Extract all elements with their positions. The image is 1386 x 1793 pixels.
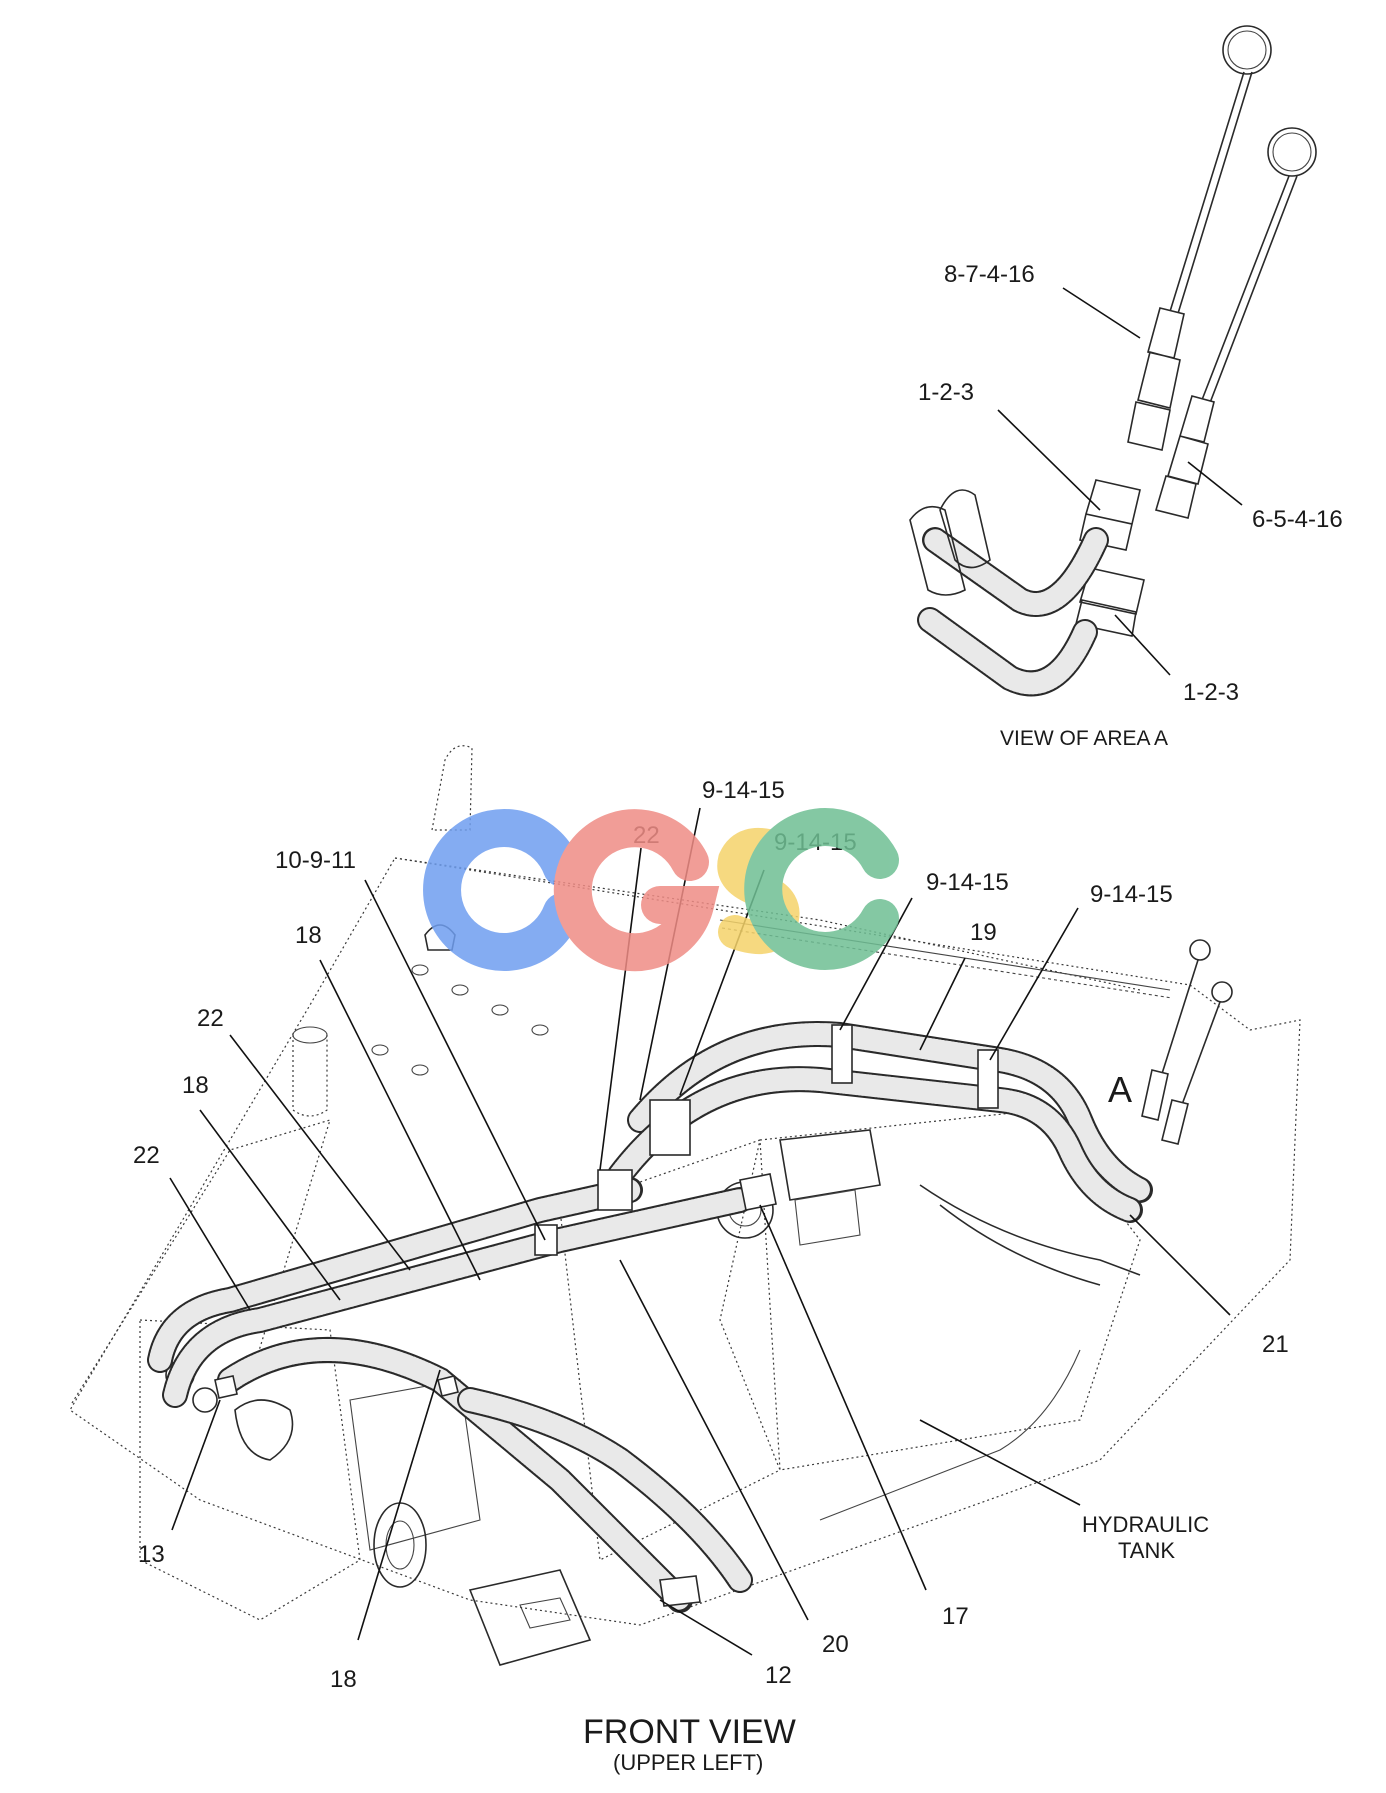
watermark-letter-2 [553,809,720,972]
probe-ring-2-inner [1272,132,1312,172]
frame-plate [69,857,1301,1626]
cylinder-top [292,1026,328,1044]
hose-22-fill [149,1179,641,1371]
leader-8-7-4-16 [1062,287,1141,339]
probe-coupler-3 [1141,1069,1169,1121]
front-view-title: FRONT VIEW [583,1713,796,1751]
detail-hose-1-fill [924,529,1107,615]
fittings [214,1173,777,1607]
watermark-letter-4 [744,808,899,970]
callout-A: A [1108,1069,1132,1110]
callout-6-5-4-16: 6-5-4-16 [1252,506,1343,533]
callout-18-b: 18 [182,1072,209,1099]
hydraulic-label: HYDRAULIC [1082,1512,1209,1537]
callout-9-14-15-a: 9-14-15 [702,777,785,804]
hose-17-fill [459,1389,751,1591]
coupler-2 [1154,395,1215,519]
base-block-left [468,1569,592,1666]
callout-20: 20 [822,1631,849,1658]
view-of-area-a-caption: VIEW OF AREA A [1000,727,1168,750]
leader-6-5-4-16 [1187,461,1243,506]
leader-lines [169,807,1231,1656]
callout-19: 19 [970,919,997,946]
callout-13: 13 [138,1541,165,1568]
valve-block-mid [794,1189,861,1246]
coupler-1 [1127,307,1185,451]
probe-rod-1 [1167,71,1253,321]
tank-line-3 [819,1349,1081,1521]
detail-hose-2-fill [919,609,1096,695]
callout-18-c: 18 [330,1666,357,1693]
probe-ring-1 [1222,25,1272,75]
detail-hose-cut-1 [939,489,991,569]
elbow-fitting-bottom [1075,567,1145,637]
callout-10-9-11: 10-9-11 [275,847,356,874]
detail-hose-cut-2 [909,505,966,596]
hose-19-fill [629,1023,1151,1201]
clamps [534,1024,999,1256]
tank-line-1 [919,1184,1141,1276]
upper-left-subtitle: (UPPER LEFT) [613,1750,763,1775]
leader-1-2-3-bottom [1114,614,1171,676]
callout-8-7-4-16: 8-7-4-16 [944,261,1035,288]
front-view-assembly: 9-14-15 22 9-14-15 10-9-11 9-14-15 9-14-… [69,745,1301,1775]
valve-block-top [779,1129,881,1201]
tank-line-2 [939,1204,1101,1286]
callout-22-b: 22 [197,1005,224,1032]
callout-1-2-3-bottom: 1-2-3 [1183,679,1239,706]
upright-bracket [431,745,473,831]
probe-ring-4 [1211,981,1233,1003]
callout-21: 21 [1262,1331,1289,1358]
frame-left-wall [71,1119,331,1404]
callout-9-14-15-d: 9-14-15 [1090,881,1173,908]
probe-rod-4 [1179,1001,1221,1111]
probe-ring-2 [1267,127,1317,177]
plate-holes [371,964,549,1076]
callout-22-c: 22 [133,1142,160,1169]
toothed-rail-teeth [721,927,1173,999]
probe-rod-3 [1159,959,1199,1081]
probe-ring-1-inner [1227,30,1267,70]
callout-1-2-3-top: 1-2-3 [918,379,974,406]
callout-9-14-15-c: 9-14-15 [926,869,1009,896]
detail-view-area-a: 8-7-4-16 1-2-3 6-5-4-16 1-2-3 VIEW OF AR… [909,25,1343,750]
watermark-logo [423,808,899,972]
cylinder-body [292,1035,328,1117]
tank-label: TANK [1118,1538,1175,1563]
callout-17: 17 [942,1603,969,1630]
hose-20-fill [164,1189,751,1406]
callout-18-a: 18 [295,922,322,949]
leader-1-2-3-top [997,409,1101,511]
watermark-letter-1 [423,809,581,971]
probe-coupler-4 [1161,1099,1189,1145]
probe-ring-3 [1189,939,1211,961]
probe-rod-2 [1199,175,1298,409]
callout-12: 12 [765,1662,792,1689]
base-block-right [519,1597,571,1629]
